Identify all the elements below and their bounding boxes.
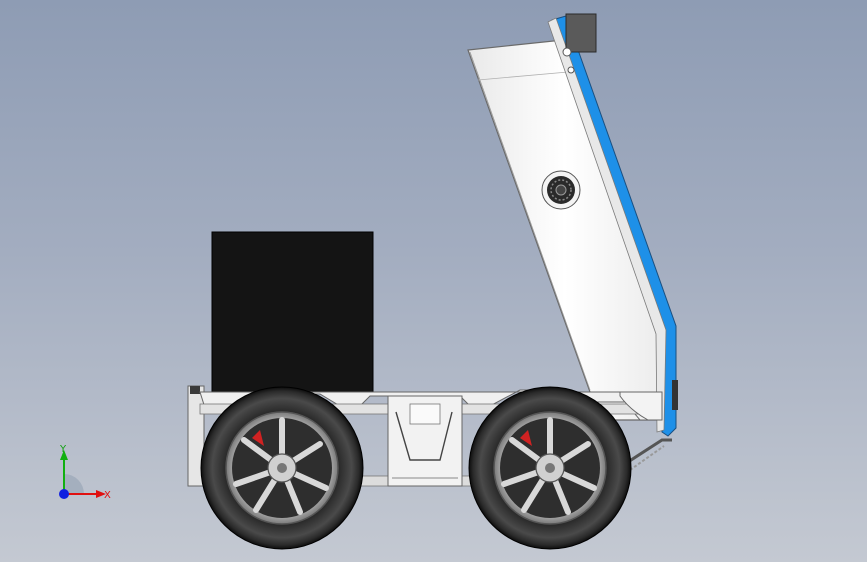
- cargo-box[interactable]: [211, 231, 374, 393]
- brake-caliper-icon: [520, 430, 532, 446]
- rear-sensor: [672, 380, 678, 410]
- coordinate-triad: Y X: [44, 436, 124, 516]
- triad-plane-icon: [64, 474, 84, 494]
- lid-panel[interactable]: [467, 13, 677, 437]
- speaker-icon: [541, 170, 581, 210]
- z-axis-dot-icon: [59, 489, 69, 499]
- rear-wheel[interactable]: [468, 386, 632, 550]
- front-wheel[interactable]: [200, 386, 364, 550]
- y-axis-label: Y: [59, 444, 67, 455]
- x-axis-label: X: [104, 490, 111, 501]
- brake-caliper-icon: [252, 430, 264, 446]
- chassis-frame[interactable]: [187, 380, 678, 487]
- top-connector: [565, 13, 597, 53]
